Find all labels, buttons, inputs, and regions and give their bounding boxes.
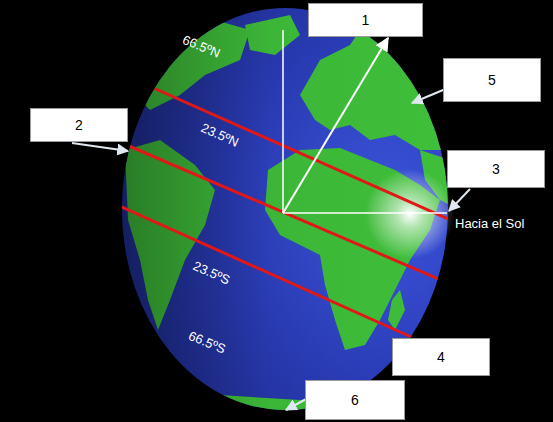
callout-box: 4 [392, 338, 490, 376]
callout-number: 5 [488, 72, 496, 88]
callout-number: 3 [492, 161, 500, 177]
direction-label: Hacia el Sol [455, 216, 524, 231]
callout-box: 5 [443, 58, 541, 102]
callout-number: 6 [351, 392, 359, 408]
callout-number: 1 [362, 12, 370, 28]
callout-box: 1 [308, 3, 423, 37]
callout-number: 2 [75, 117, 83, 133]
callout-box: 6 [305, 380, 405, 420]
callout-number: 4 [437, 349, 445, 365]
callout-box: 2 [30, 108, 128, 142]
callout-box: 3 [447, 150, 545, 188]
